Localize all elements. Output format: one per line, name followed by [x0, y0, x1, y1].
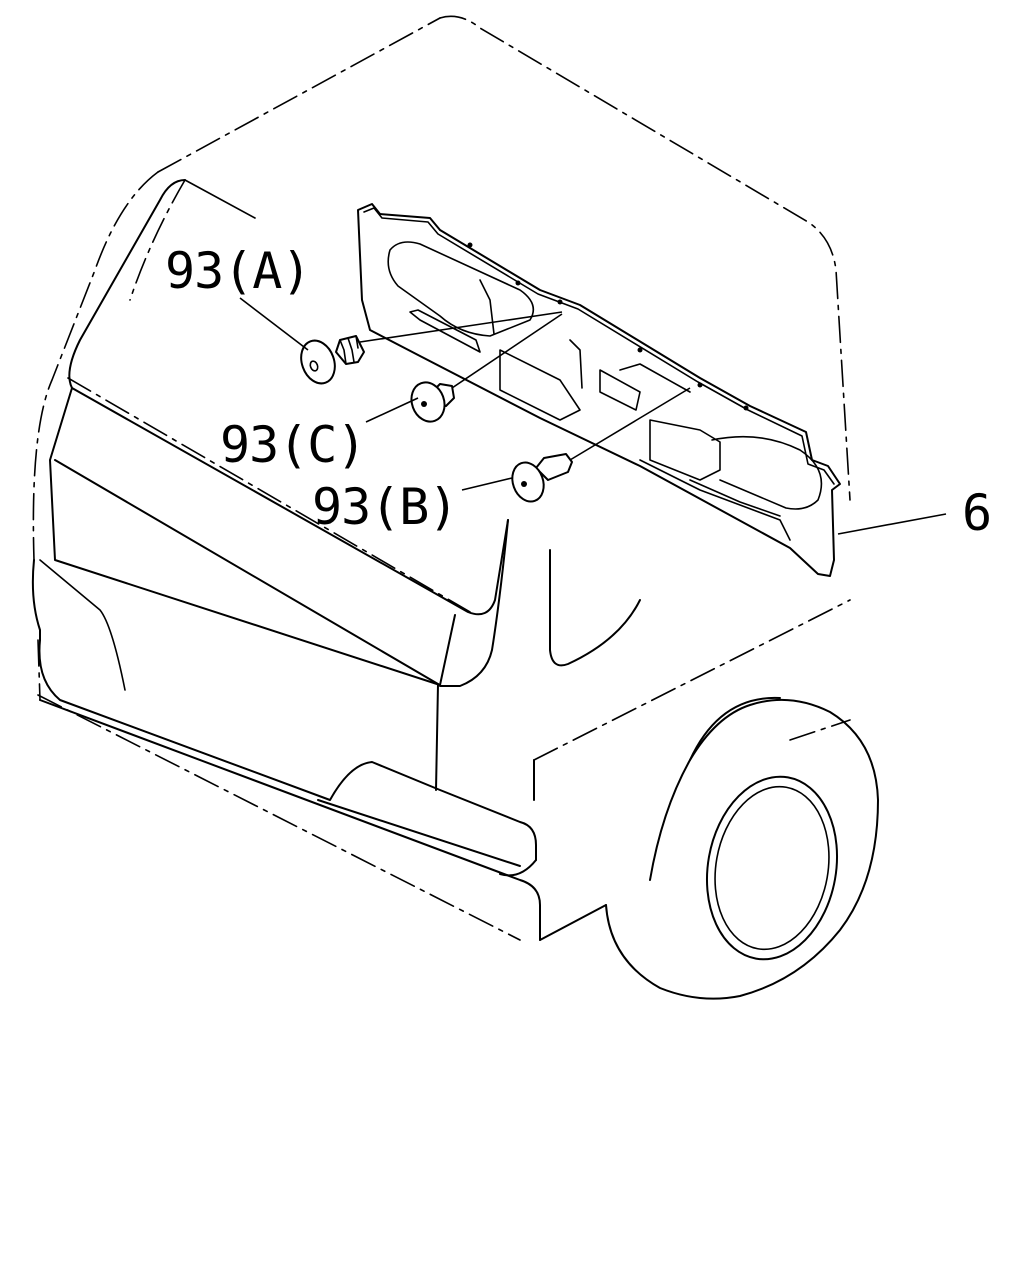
screw-part-93a [300, 311, 563, 385]
rear-wheel [605, 696, 879, 1000]
leader-lines [239, 297, 947, 535]
clip-part-93c [410, 313, 563, 423]
callout-93c: 93(C) [220, 416, 366, 474]
rear-window [68, 179, 509, 616]
tail-lamp [549, 549, 641, 667]
tailgate-panel [31, 387, 509, 791]
trim-panel-part-6 [357, 203, 841, 577]
rear-bumper [38, 639, 607, 941]
callout-93a: 93(A) [165, 242, 311, 300]
callout-93b: 93(B) [312, 478, 458, 536]
bolt-part-93b [511, 387, 691, 503]
vehicle-body-outline [32, 15, 851, 941]
callout-6: 6 [962, 484, 991, 542]
